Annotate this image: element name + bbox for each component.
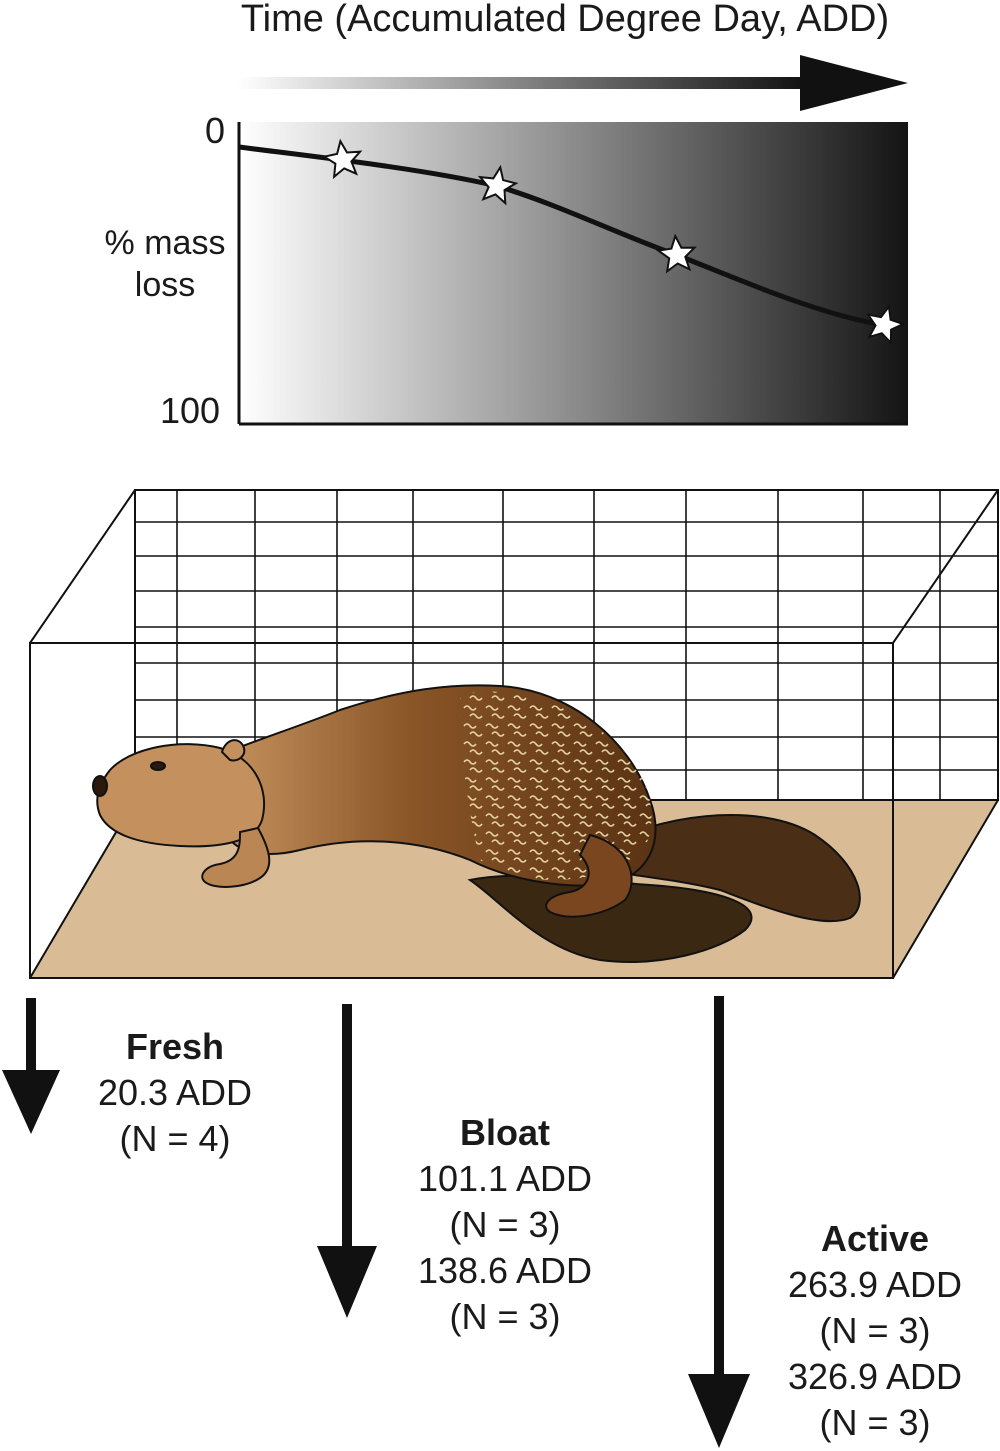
star-icon (865, 304, 906, 346)
star-icon (321, 138, 363, 180)
fresh-arrow (2, 998, 60, 1134)
bloat-stage-add-1: 101.1 ADD (417, 1158, 593, 1199)
time-point-markers (321, 138, 906, 346)
bloat-stage-n-1: (N = 3) (449, 1204, 561, 1245)
active-stage-label: Active 263.9 ADD (N = 3) 326.9 ADD (N = … (760, 1216, 990, 1446)
beaver-front-leg (201, 826, 271, 888)
active-stage-add-1: 263.9 ADD (787, 1264, 963, 1305)
maggot-mass (460, 691, 652, 880)
star-icon (477, 164, 519, 206)
beaver-nose (92, 775, 108, 797)
y-axis-label: % mass loss (90, 222, 240, 306)
fresh-stage-n: (N = 4) (119, 1118, 231, 1159)
y-axis-label-line2: loss (134, 266, 196, 304)
beaver-hind-leg (545, 833, 633, 918)
bloat-stage-label: Bloat 101.1 ADD (N = 3) 138.6 ADD (N = 3… (390, 1110, 620, 1340)
time-axis-title: Time (Accumulated Degree Day, ADD) (240, 0, 890, 40)
fresh-stage-name: Fresh (125, 1026, 225, 1067)
bloat-arrow (317, 1004, 377, 1318)
bloat-stage-add-2: 138.6 ADD (417, 1250, 593, 1291)
bloat-stage-n-2: (N = 3) (449, 1296, 561, 1337)
active-stage-add-2: 326.9 ADD (787, 1356, 963, 1397)
star-icon (655, 233, 697, 274)
time-arrow (238, 55, 908, 111)
stage-arrows (2, 996, 750, 1448)
graph-background (239, 122, 908, 424)
beaver-ear (220, 739, 246, 762)
active-stage-name: Active (820, 1218, 930, 1259)
fresh-stage-label: Fresh 20.3 ADD (N = 4) (60, 1024, 290, 1162)
bloat-stage-name: Bloat (460, 1112, 550, 1153)
y-axis-label-line1: % mass (104, 224, 226, 262)
active-stage-n-2: (N = 3) (819, 1402, 931, 1443)
beaver-carcass (92, 684, 861, 963)
beaver-eye (150, 761, 166, 771)
cage-front (29, 642, 894, 979)
y-tick-top: 0 (204, 110, 226, 151)
active-stage-n-1: (N = 3) (819, 1310, 931, 1351)
mass-loss-graph (237, 122, 908, 426)
fresh-stage-add: 20.3 ADD (97, 1072, 253, 1113)
active-arrow (688, 996, 750, 1448)
y-tick-bottom: 100 (159, 390, 221, 431)
beaver-tail (599, 814, 861, 923)
